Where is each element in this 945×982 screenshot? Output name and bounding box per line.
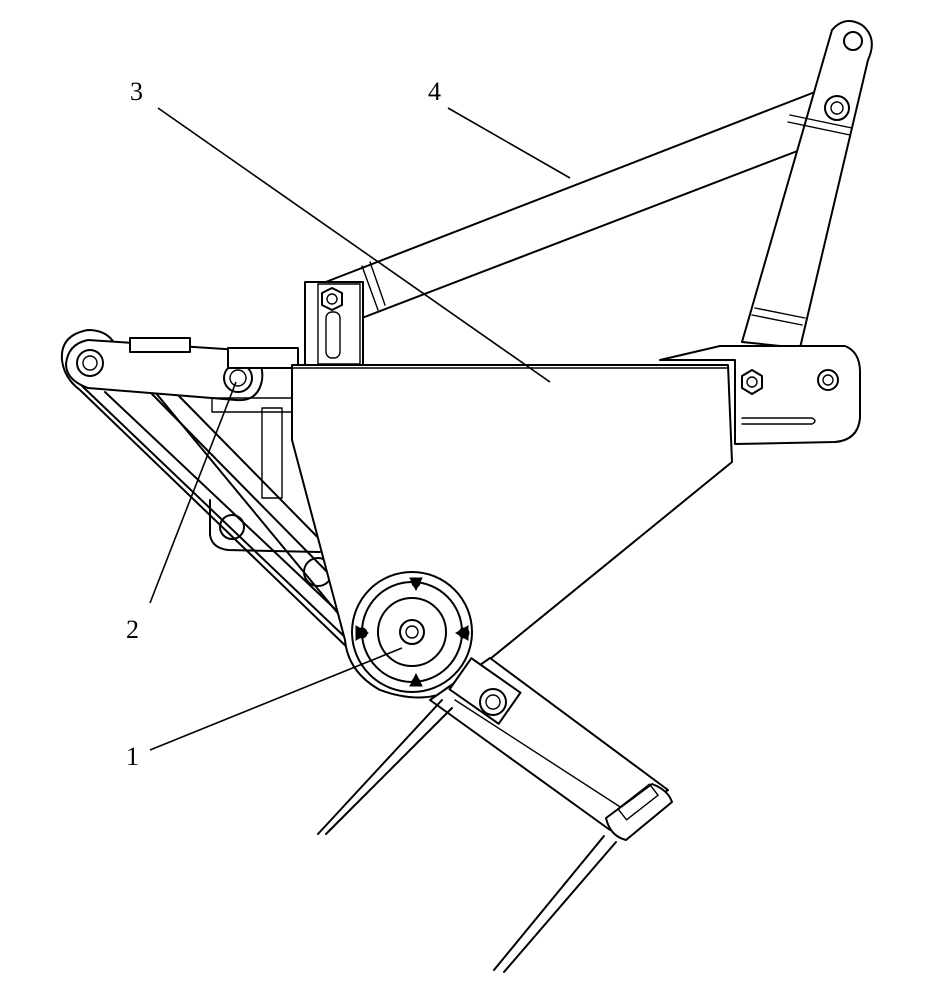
callout-label-2: 2	[126, 615, 139, 644]
callout-labels: 1 2 3 4	[126, 77, 441, 771]
left-frame	[60, 329, 361, 653]
leader-1	[149, 647, 403, 751]
right-bracket	[659, 345, 861, 445]
callout-label-4: 4	[428, 77, 441, 106]
leader-4	[447, 107, 571, 179]
gear-hub-1	[351, 571, 473, 693]
leader-3	[157, 107, 551, 383]
lower-arm	[429, 657, 673, 841]
callout-label-1: 1	[126, 742, 139, 771]
leader-2	[149, 381, 237, 604]
link-bar-2	[65, 337, 299, 413]
upper-arm-4	[317, 91, 816, 319]
tines	[317, 699, 617, 973]
leader-lines	[149, 107, 571, 751]
right-strut	[741, 20, 873, 349]
upper-post	[304, 281, 364, 367]
callout-label-3: 3	[130, 77, 143, 106]
